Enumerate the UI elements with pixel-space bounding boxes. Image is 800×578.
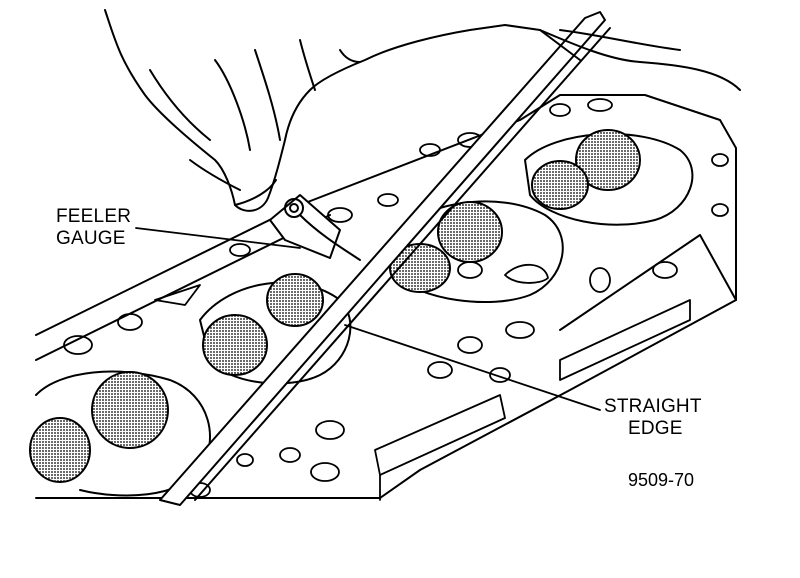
straight-edge-label: STRAIGHT EDGE [604,396,702,440]
combustion-chamber-4 [524,129,694,226]
straight-label-line1: STRAIGHT [604,396,702,417]
combustion-chamber-2 [199,273,352,385]
combustion-chamber-1 [29,370,211,497]
feeler-gauge-label: FEELER GAUGE [56,206,131,250]
feeler-label-line2: GAUGE [56,228,126,249]
hand [104,9,741,212]
straight-label-line2: EDGE [628,418,683,439]
straight-edge-leader-line [344,324,601,411]
bolt-holes [63,98,729,498]
deck-front-edge [35,214,331,361]
feeler-label-line1: FEELER [56,206,132,227]
combustion-chamber-3 [389,200,564,304]
straight-edge [159,11,611,506]
feeler-leader-line [135,227,301,249]
feeler-gauge [269,194,361,261]
deck-right-face [559,234,737,331]
figure-number: 9509-70 [628,470,695,490]
port-slots [374,299,691,501]
